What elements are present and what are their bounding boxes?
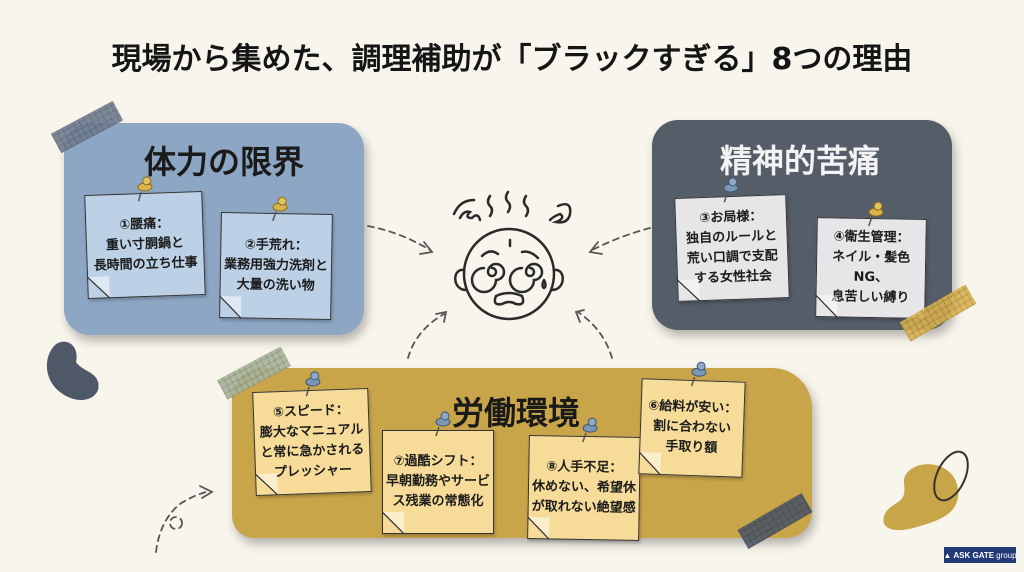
arrow-from-physical bbox=[367, 225, 431, 251]
curled-corner bbox=[677, 279, 700, 302]
note-back-pain: ①腰痛： 重い寸胴鍋と 長時間の立ち仕事 bbox=[84, 176, 206, 300]
note-line: 長時間の立ち仕事 bbox=[93, 255, 198, 274]
note-line: プレッシャー bbox=[273, 462, 353, 481]
pushpin-icon bbox=[137, 176, 153, 202]
note-heading: ②手荒れ： bbox=[244, 237, 308, 254]
pushpin-icon bbox=[272, 196, 288, 222]
note-line: 大量の洗い物 bbox=[236, 277, 315, 294]
note-line: 割に合わない bbox=[652, 418, 732, 437]
logo-mark-icon: ▲ bbox=[943, 550, 952, 560]
page-title: 現場から集めた、調理補助が「ブラックすぎる」8つの理由 bbox=[111, 42, 913, 77]
note-line: 手取り額 bbox=[665, 439, 718, 456]
note-line: が取れない絶望感 bbox=[531, 499, 636, 516]
curled-corner bbox=[527, 517, 550, 540]
physical-limit-title: 体力の限界 bbox=[144, 143, 305, 181]
note-senior-staff: ③お局様： 独自のルールと 荒い口調で支配 する女性社会 bbox=[674, 177, 790, 302]
arrow-from-mental bbox=[591, 227, 651, 251]
arrow-from-labor-left bbox=[407, 313, 445, 359]
curled-corner bbox=[255, 473, 278, 496]
working-environment-title: 労働環境 bbox=[452, 394, 581, 432]
note-low-pay: ⑥給料が安い： 割に合わない 手取り額 bbox=[638, 361, 746, 478]
ask-gate-logo: ▲ ASK GATE group bbox=[943, 547, 1017, 563]
note-rough-hands: ②手荒れ： 業務用強力洗剤と 大量の洗い物 bbox=[219, 196, 333, 320]
mental-distress-title: 精神的苦痛 bbox=[720, 142, 881, 180]
note-heading: ④衛生管理： bbox=[833, 229, 910, 246]
note-heading: ①腰痛： bbox=[119, 216, 170, 233]
note-line: ネイル・髪色NG、 bbox=[832, 249, 911, 286]
note-line: 業務用強力洗剤と bbox=[223, 257, 329, 274]
note-hygiene-rules: ④衛生管理： ネイル・髪色NG、 息苦しい縛り bbox=[815, 201, 927, 319]
pushpin-icon bbox=[305, 371, 321, 397]
curled-corner bbox=[638, 452, 662, 475]
loop-arrow-decoration bbox=[155, 491, 207, 553]
note-harsh-shifts: ⑦過酷シフト： 早朝勤務やサービ ス残業の常態化 bbox=[382, 411, 494, 534]
working-environment-panel: 労働環境 ⑤スピード： 膨大なマニュアル と常に急かされる プレッシャー ⑦過酷… bbox=[232, 361, 812, 541]
curled-corner bbox=[87, 276, 110, 300]
mental-distress-panel: 精神的苦痛 ③お局様： 独自のルールと 荒い口調で支配 する女性社会 ④衛生管理… bbox=[652, 120, 952, 330]
note-line: ス残業の常態化 bbox=[392, 494, 484, 509]
logo-brand: ASK GATE bbox=[953, 550, 995, 560]
curled-corner bbox=[219, 296, 242, 319]
note-heading: ⑤スピード： bbox=[272, 402, 350, 421]
note-line: 息苦しい縛り bbox=[831, 289, 910, 306]
physical-limit-panel: 体力の限界 ①腰痛： 重い寸胴鍋と 長時間の立ち仕事 ②手荒れ： 業務用強力洗剤… bbox=[64, 123, 364, 335]
note-heading: ⑦過酷シフト： bbox=[393, 454, 483, 469]
note-heading: ③お局様： bbox=[699, 208, 763, 227]
gold-blob-decoration bbox=[883, 464, 959, 531]
note-line: 重い寸胴鍋と bbox=[105, 235, 185, 254]
stressed-face-icon bbox=[452, 190, 572, 321]
note-understaffing: ⑧人手不足： 休めない、希望休 が取れない絶望感 bbox=[527, 417, 641, 541]
note-line: 早朝勤務やサービ bbox=[385, 474, 490, 489]
note-heading: ⑧人手不足： bbox=[546, 459, 623, 476]
curled-corner bbox=[382, 512, 404, 534]
logo-suffix: group bbox=[996, 550, 1017, 560]
note-line: 休めない、希望休 bbox=[531, 479, 637, 496]
pushpin-icon bbox=[723, 177, 739, 203]
ring-outline-decoration bbox=[933, 450, 969, 502]
note-speed: ⑤スピード： 膨大なマニュアル と常に急かされる プレッシャー bbox=[252, 371, 372, 496]
pushpin-icon bbox=[868, 201, 884, 227]
note-line: する女性社会 bbox=[693, 268, 773, 287]
curled-corner bbox=[815, 295, 838, 318]
pushpin-icon bbox=[582, 417, 598, 443]
arrow-from-labor-right bbox=[577, 311, 613, 359]
slate-blob-decoration bbox=[46, 341, 99, 400]
pushpin-icon bbox=[690, 361, 707, 387]
pushpin-icon bbox=[435, 411, 451, 437]
